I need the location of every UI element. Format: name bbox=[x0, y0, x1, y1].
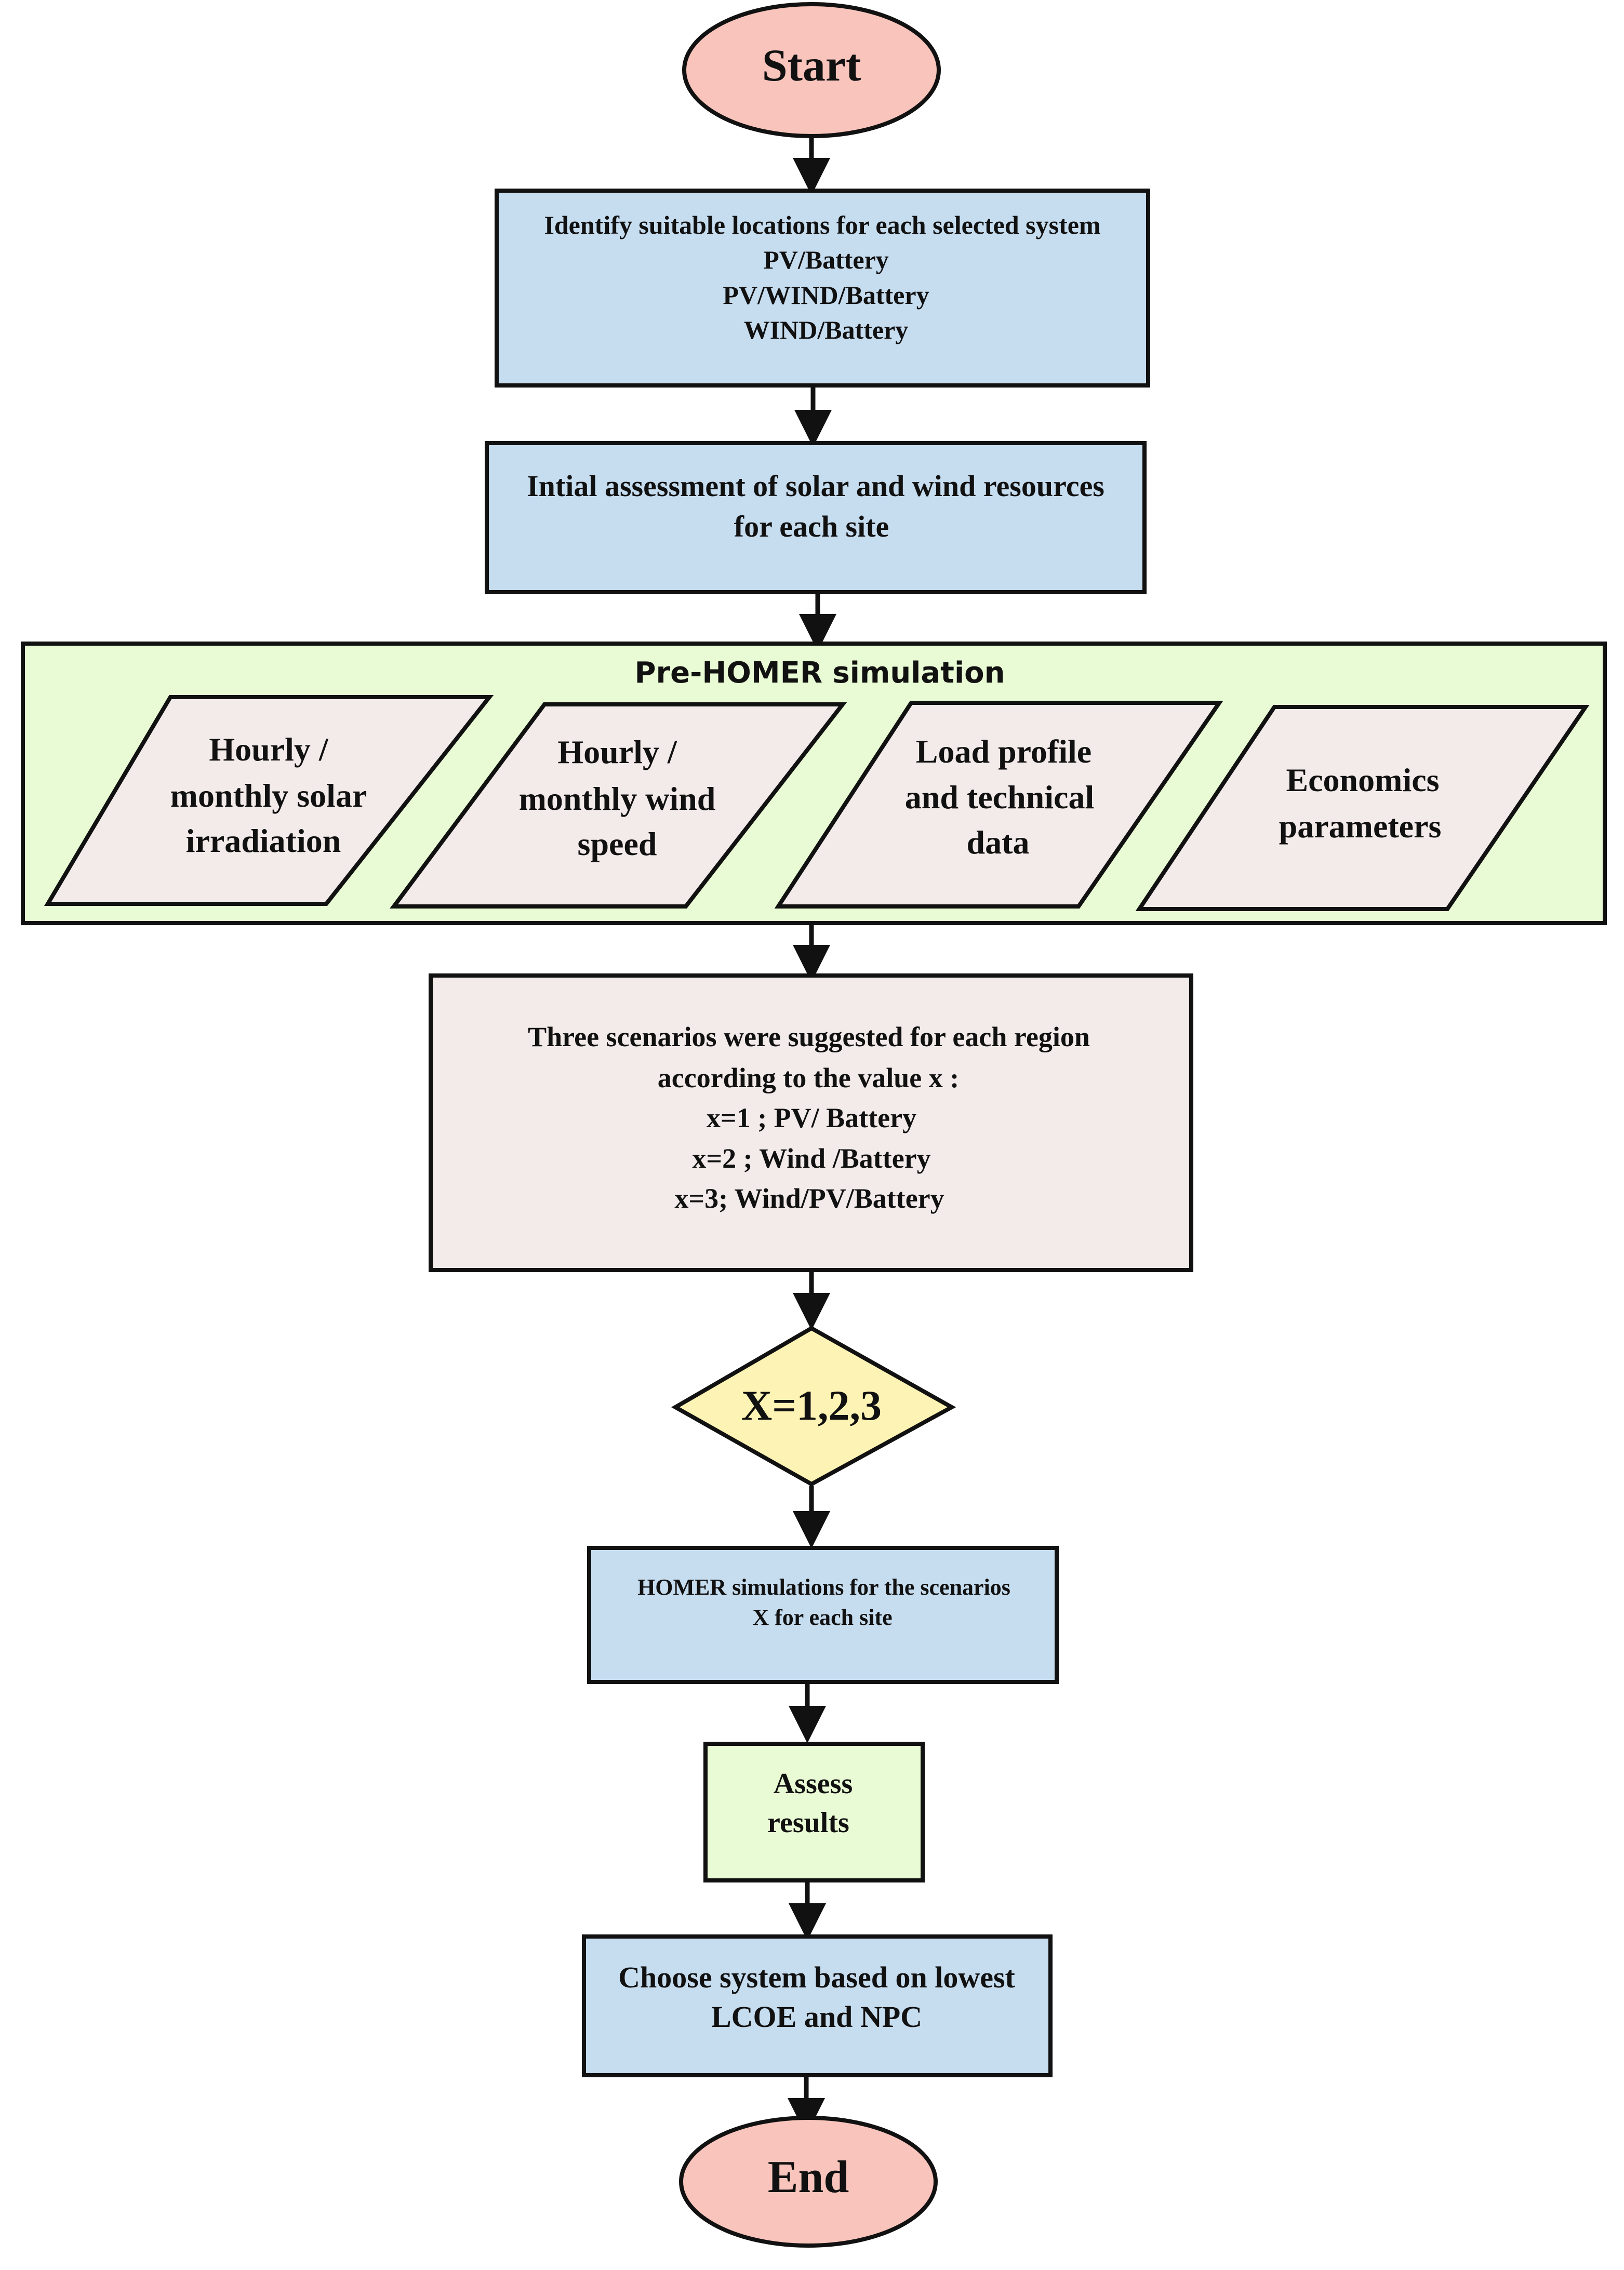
input-solar-line-3: irradiation bbox=[186, 822, 341, 859]
start-label: Start bbox=[762, 41, 861, 91]
choose-line-1: Choose system based on lowest bbox=[618, 1960, 1015, 1994]
input-wind-speed: Hourly / monthly wind speed bbox=[390, 702, 847, 909]
input-solar-shape bbox=[44, 695, 494, 906]
input-economics-shape bbox=[1135, 705, 1590, 911]
scenarios-line-5: x=3; Wind/PV/Battery bbox=[674, 1183, 944, 1214]
identify-line-4: WIND/Battery bbox=[744, 315, 909, 344]
input-load-profile: Load profile and technical data bbox=[774, 701, 1223, 909]
input-wind-line-1: Hourly / bbox=[557, 733, 677, 770]
choose-shape bbox=[582, 1934, 1053, 2077]
homer-simulations-box: HOMER simulations for the scenarios X fo… bbox=[587, 1546, 1059, 1684]
input-load-line-3: data bbox=[967, 824, 1030, 861]
decision-label: X=1,2,3 bbox=[741, 1382, 882, 1429]
input-load-line-1: Load profile bbox=[916, 733, 1091, 770]
input-wind-line-3: speed bbox=[578, 825, 657, 862]
homer-sim-line-1: HOMER simulations for the scenarios bbox=[637, 1574, 1010, 1600]
scenarios-shape bbox=[429, 973, 1193, 1272]
assess-line-1: Assess bbox=[774, 1768, 853, 1800]
start-terminal: Start bbox=[682, 2, 941, 138]
assessment-line-2: for each site bbox=[734, 510, 889, 543]
scenarios-line-1: Three scenarios were suggested for each … bbox=[528, 1021, 1090, 1052]
pre-homer-group: Pre-HOMER simulation Hourly / monthly so… bbox=[21, 642, 1607, 925]
assessment-shape bbox=[485, 441, 1147, 594]
start-shape bbox=[682, 2, 941, 138]
input-solar-irradiation: Hourly / monthly solar irradiation bbox=[44, 695, 494, 906]
end-shape bbox=[679, 2116, 938, 2248]
choose-system-box: Choose system based on lowest LCOE and N… bbox=[582, 1934, 1053, 2077]
pre-homer-title: Pre-HOMER simulation bbox=[635, 656, 1005, 690]
input-wind-shape bbox=[390, 702, 847, 909]
assess-line-2: results bbox=[767, 1807, 849, 1839]
scenarios-line-3: x=1 ; PV/ Battery bbox=[707, 1102, 916, 1133]
input-solar-line-2: monthly solar bbox=[170, 777, 367, 814]
choose-line-2: LCOE and NPC bbox=[711, 2000, 922, 2034]
end-terminal: End bbox=[679, 2116, 938, 2248]
input-economics-line-2: parameters bbox=[1279, 808, 1442, 845]
homer-sim-shape bbox=[587, 1546, 1059, 1684]
input-wind-line-2: monthly wind bbox=[519, 780, 716, 817]
decision-diamond: X=1,2,3 bbox=[671, 1326, 956, 1487]
decision-shape bbox=[671, 1326, 956, 1487]
scenarios-line-4: x=2 ; Wind /Battery bbox=[692, 1143, 930, 1174]
scenarios-box: Three scenarios were suggested for each … bbox=[429, 973, 1193, 1272]
identify-shape bbox=[495, 189, 1150, 388]
input-load-shape bbox=[774, 701, 1223, 909]
assessment-line-1: Intial assessment of solar and wind reso… bbox=[527, 469, 1104, 503]
initial-assessment-box: Intial assessment of solar and wind reso… bbox=[485, 441, 1147, 594]
assess-results-box: Assess results bbox=[703, 1742, 925, 1882]
identify-line-3: PV/WIND/Battery bbox=[723, 281, 929, 310]
identify-locations-box: Identify suitable locations for each sel… bbox=[495, 189, 1150, 388]
homer-sim-line-2: X for each site bbox=[752, 1605, 892, 1630]
input-economics-line-1: Economics bbox=[1286, 762, 1439, 798]
identify-line-2: PV/Battery bbox=[763, 245, 889, 274]
end-label: End bbox=[768, 2152, 849, 2202]
scenarios-line-2: according to the value x : bbox=[658, 1062, 959, 1093]
identify-line-1: Identify suitable locations for each sel… bbox=[544, 210, 1100, 239]
input-load-line-2: and technical bbox=[905, 779, 1094, 816]
assess-shape bbox=[703, 1742, 925, 1882]
connectors bbox=[788, 136, 836, 2135]
input-economics: Economics parameters bbox=[1135, 705, 1590, 911]
input-solar-line-1: Hourly / bbox=[209, 731, 329, 768]
